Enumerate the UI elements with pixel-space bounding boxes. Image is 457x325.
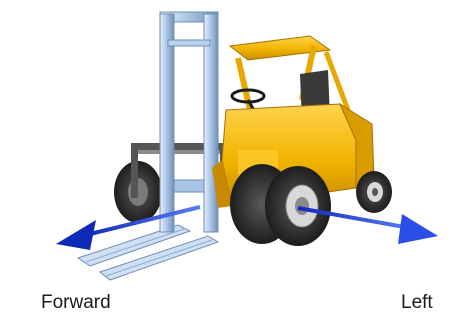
front-tires <box>230 164 331 246</box>
left-label: Left <box>401 292 433 314</box>
overhead-guard <box>230 36 348 110</box>
forward-label: Forward <box>41 292 111 314</box>
mast <box>160 12 218 232</box>
rear-wheel <box>356 171 392 213</box>
